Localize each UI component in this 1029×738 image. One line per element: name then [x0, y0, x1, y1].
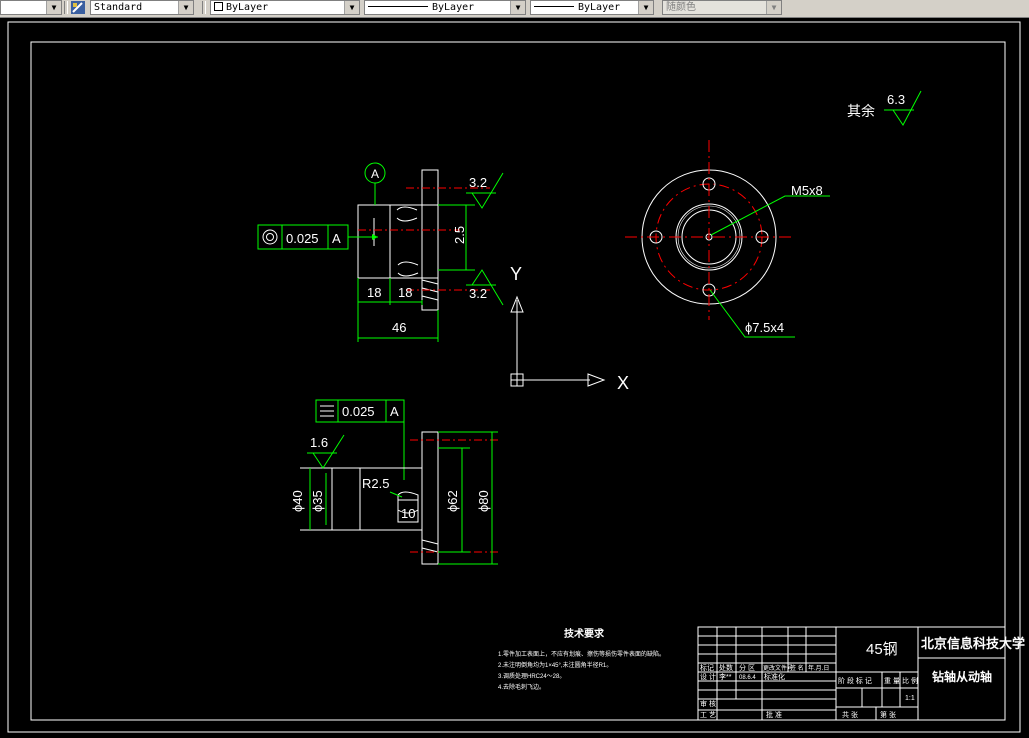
linetype-combo[interactable]: ByLayer ▼ [364, 0, 526, 15]
symmetry-datum: A [390, 404, 399, 419]
chevron-down-icon[interactable]: ▼ [178, 1, 193, 14]
front-view[interactable]: M5x8 ϕ7.5x4 [625, 140, 830, 338]
datum-label: A [371, 167, 379, 181]
review-label: 审 核 [700, 699, 716, 708]
plot-style-combo[interactable]: 随颜色 ▼ [662, 0, 782, 15]
stage-label: 阶 段 标 记 [838, 676, 872, 685]
inner-frame [30, 41, 1006, 721]
color-swatch [214, 2, 223, 11]
dim-phi40: ϕ40 [290, 490, 305, 512]
plot-style-value: 随颜色 [666, 2, 696, 13]
std-label: 标准化 [764, 672, 785, 681]
linetype-preview [368, 6, 428, 7]
drawing-canvas[interactable]: 其余 6.3 A 0.025 A 3.2 2.5 [0, 18, 1029, 738]
title-block-text: 45钢 北京信息科技大学 钻轴从动轴 标记 处数 分 区 更改文件号 签 名 年… [700, 636, 1025, 719]
holes-label: ϕ7.5x4 [745, 320, 784, 335]
section-view[interactable]: 0.025 A 1.6 ϕ40 ϕ35 R2.5 10 ϕ62 ϕ80 [290, 399, 500, 565]
header-zone: 分 区 [739, 663, 755, 672]
scale-label: 比 例 [902, 676, 918, 685]
symmetry-value: 0.025 [342, 404, 375, 419]
tech-req-item: 2.未注明倒角均为1×45°,未注圆角半径R1。 [498, 661, 612, 669]
designer: 李** [719, 672, 732, 681]
chevron-down-icon[interactable]: ▼ [638, 1, 653, 14]
process-label: 工 艺 [700, 711, 716, 719]
roughness-top: 3.2 [469, 175, 487, 190]
flange [421, 169, 439, 311]
concentricity-icon [262, 229, 278, 245]
flange-section [421, 431, 439, 565]
dim-phi35: ϕ35 [310, 490, 325, 512]
roughness-rest-label: 其余 [847, 103, 875, 119]
dim-2-5: 2.5 [452, 226, 467, 244]
layer-color-value: ByLayer [226, 2, 269, 13]
lineweight-combo[interactable]: ByLayer ▼ [530, 0, 654, 15]
toolbar-separator [64, 1, 68, 14]
ucs-icon: Y X [510, 264, 629, 393]
dim-18b: 18 [398, 285, 412, 300]
school-name: 北京信息科技大学 [921, 636, 1025, 651]
toolbar-separator [202, 1, 206, 14]
axis-y-label: Y [510, 264, 522, 284]
title-block [697, 626, 1006, 721]
technical-requirements: 技术要求 1.零件加工表面上，不应有划痕、擦伤等损伤零件表面的缺陷。 2.未注明… [498, 627, 665, 691]
roughness-left: 1.6 [310, 435, 328, 450]
designer-label: 设 计 [700, 672, 716, 681]
linetype-value: ByLayer [432, 2, 475, 13]
layer-color-combo[interactable]: ByLayer ▼ [210, 0, 360, 15]
symmetry-icon [320, 405, 334, 417]
roughness-rest-value: 6.3 [887, 92, 905, 107]
chevron-down-icon[interactable]: ▼ [510, 1, 525, 14]
scale-value: 1:1 [905, 695, 915, 702]
dim-phi62: ϕ62 [445, 490, 460, 512]
chevron-down-icon[interactable]: ▼ [344, 1, 359, 14]
header-doc: 更改文件号 [763, 664, 793, 672]
lineweight-value: ByLayer [578, 2, 621, 13]
thread-label: M5x8 [791, 183, 823, 198]
text-style-value: Standard [94, 2, 143, 13]
text-style-combo[interactable]: Standard ▼ [90, 0, 194, 15]
chevron-down-icon[interactable]: ▼ [766, 1, 781, 14]
dim-18a: 18 [367, 285, 381, 300]
dim-r2-5: R2.5 [362, 476, 389, 491]
dim-46: 46 [392, 320, 406, 335]
tech-req-item: 4.去除毛刺飞边。 [498, 683, 545, 691]
header-count: 处数 [719, 663, 733, 672]
chevron-down-icon[interactable]: ▼ [46, 1, 61, 14]
model-space [0, 18, 1029, 738]
text-style-icon[interactable] [70, 0, 86, 15]
tech-req-item: 1.零件加工表面上，不应有划痕、擦伤等损伤零件表面的缺陷。 [498, 650, 665, 658]
layer-combo-partial[interactable]: ▼ [0, 0, 62, 15]
tech-req-item: 3.调质处理HRC24～28。 [498, 672, 565, 680]
concentricity-value: 0.025 [286, 231, 319, 246]
dim-10: 10 [401, 506, 415, 521]
weight-label: 重 量 [884, 677, 900, 685]
design-date: 08.6.4 [739, 675, 756, 681]
lineweight-preview [534, 6, 574, 7]
header-sign: 签 名 [790, 664, 804, 672]
sheet-number: 第 张 [880, 710, 896, 719]
roughness-symbol [884, 90, 922, 126]
approve-label: 批 准 [766, 710, 782, 719]
properties-toolbar: ▼ Standard ▼ ByLayer ▼ ByLayer ▼ ByLayer… [0, 0, 1029, 18]
concentricity-datum: A [332, 231, 341, 246]
dim-phi80: ϕ80 [476, 490, 491, 512]
side-view[interactable]: A 0.025 A 3.2 2.5 3.2 18 18 46 [257, 162, 504, 342]
tech-req-title: 技术要求 [564, 627, 605, 640]
axis-x-label: X [617, 373, 629, 393]
roughness-bottom: 3.2 [469, 286, 487, 301]
header-mark: 标记 [700, 663, 714, 672]
part-name: 钻轴从动轴 [932, 669, 992, 684]
header-date: 年.月.日 [808, 664, 829, 672]
sheets-total: 共 张 [842, 710, 858, 719]
material: 45钢 [866, 641, 898, 658]
outer-frame [7, 21, 1021, 733]
